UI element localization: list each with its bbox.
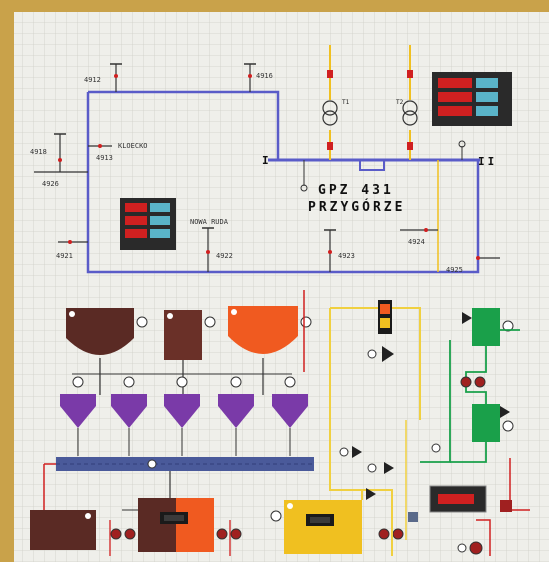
- svg-text:4922: 4922: [216, 252, 233, 260]
- svg-text:4913: 4913: [96, 154, 113, 162]
- svg-text:4918: 4918: [30, 148, 47, 156]
- station-title-line2: PRZYGÓRZE: [308, 199, 405, 215]
- mixer-tank[interactable]: [138, 498, 214, 552]
- feeder-4921[interactable]: 4921: [56, 240, 88, 260]
- breaker-t1[interactable]: [327, 70, 333, 78]
- electrical-schematic: I II T1 T2 GPZ 431 PRZYGÓRZE: [30, 45, 512, 274]
- feeder-4916[interactable]: 4916: [244, 63, 273, 92]
- station-title-line1: GPZ 431: [318, 183, 394, 198]
- feeder-4913[interactable]: 4913 KLOECKO: [88, 142, 148, 162]
- feeder-4912[interactable]: 4912: [84, 63, 122, 92]
- hopper-4[interactable]: [218, 376, 254, 428]
- meter-display-top-right[interactable]: [432, 72, 512, 126]
- feeder-line-loop: [86, 92, 480, 274]
- svg-text:4925: 4925: [446, 266, 463, 274]
- digital-meter-bottom[interactable]: [429, 485, 487, 513]
- svg-text:4923: 4923: [338, 252, 355, 260]
- valve-upper[interactable]: [367, 346, 394, 362]
- yellow-tank[interactable]: [284, 500, 362, 554]
- silo-2[interactable]: [164, 310, 216, 360]
- transformer-1-label: T1: [342, 99, 350, 106]
- feeder-4924[interactable]: 4924: [400, 228, 438, 246]
- hopper-3[interactable]: [164, 376, 200, 428]
- svg-text:4921: 4921: [56, 252, 73, 260]
- pump-pair-green[interactable]: [460, 376, 486, 388]
- svg-text:NOWA RUDA: NOWA RUDA: [190, 218, 229, 226]
- feeder-4918[interactable]: 4918: [30, 133, 66, 172]
- hopper-1[interactable]: [60, 376, 96, 428]
- breaker-t2[interactable]: [407, 70, 413, 78]
- bus-coupler: [359, 160, 385, 171]
- tank-left[interactable]: [30, 510, 96, 550]
- svg-text:4912: 4912: [84, 76, 101, 84]
- transformer-1-icon[interactable]: [322, 100, 338, 116]
- valve-middle[interactable]: [339, 446, 394, 500]
- pump-group-left[interactable]: [110, 528, 404, 540]
- feeder-4925[interactable]: 4925: [446, 256, 500, 274]
- dosing-unit[interactable]: [378, 300, 392, 334]
- svg-text:KLOECKO: KLOECKO: [118, 142, 148, 150]
- hopper-5[interactable]: [272, 376, 308, 428]
- bus1-label: I: [262, 154, 272, 167]
- pipe-yellow-main: [329, 308, 362, 491]
- process-schematic: [30, 290, 530, 556]
- silo-1[interactable]: [66, 308, 148, 355]
- feeder-4923[interactable]: 4923: [324, 229, 355, 272]
- green-tank-bottom[interactable]: [472, 404, 514, 442]
- feeder-4926[interactable]: 4926: [34, 171, 88, 188]
- svg-text:4924: 4924: [408, 238, 425, 246]
- conveyor-belt[interactable]: [56, 457, 314, 471]
- svg-text:4916: 4916: [256, 72, 273, 80]
- meter-display-left[interactable]: [120, 198, 176, 250]
- indicator-square[interactable]: [408, 512, 418, 522]
- feeder-4922[interactable]: 4922 NOWA RUDA: [190, 218, 233, 272]
- transformer-2-label: T2: [396, 99, 404, 106]
- hopper-2[interactable]: [111, 376, 147, 428]
- svg-text:4926: 4926: [42, 180, 59, 188]
- feeder-line-north: [88, 90, 280, 160]
- green-tank-top[interactable]: [462, 308, 514, 346]
- bus2-label: II: [478, 155, 497, 168]
- transformer-2-icon[interactable]: [402, 100, 418, 116]
